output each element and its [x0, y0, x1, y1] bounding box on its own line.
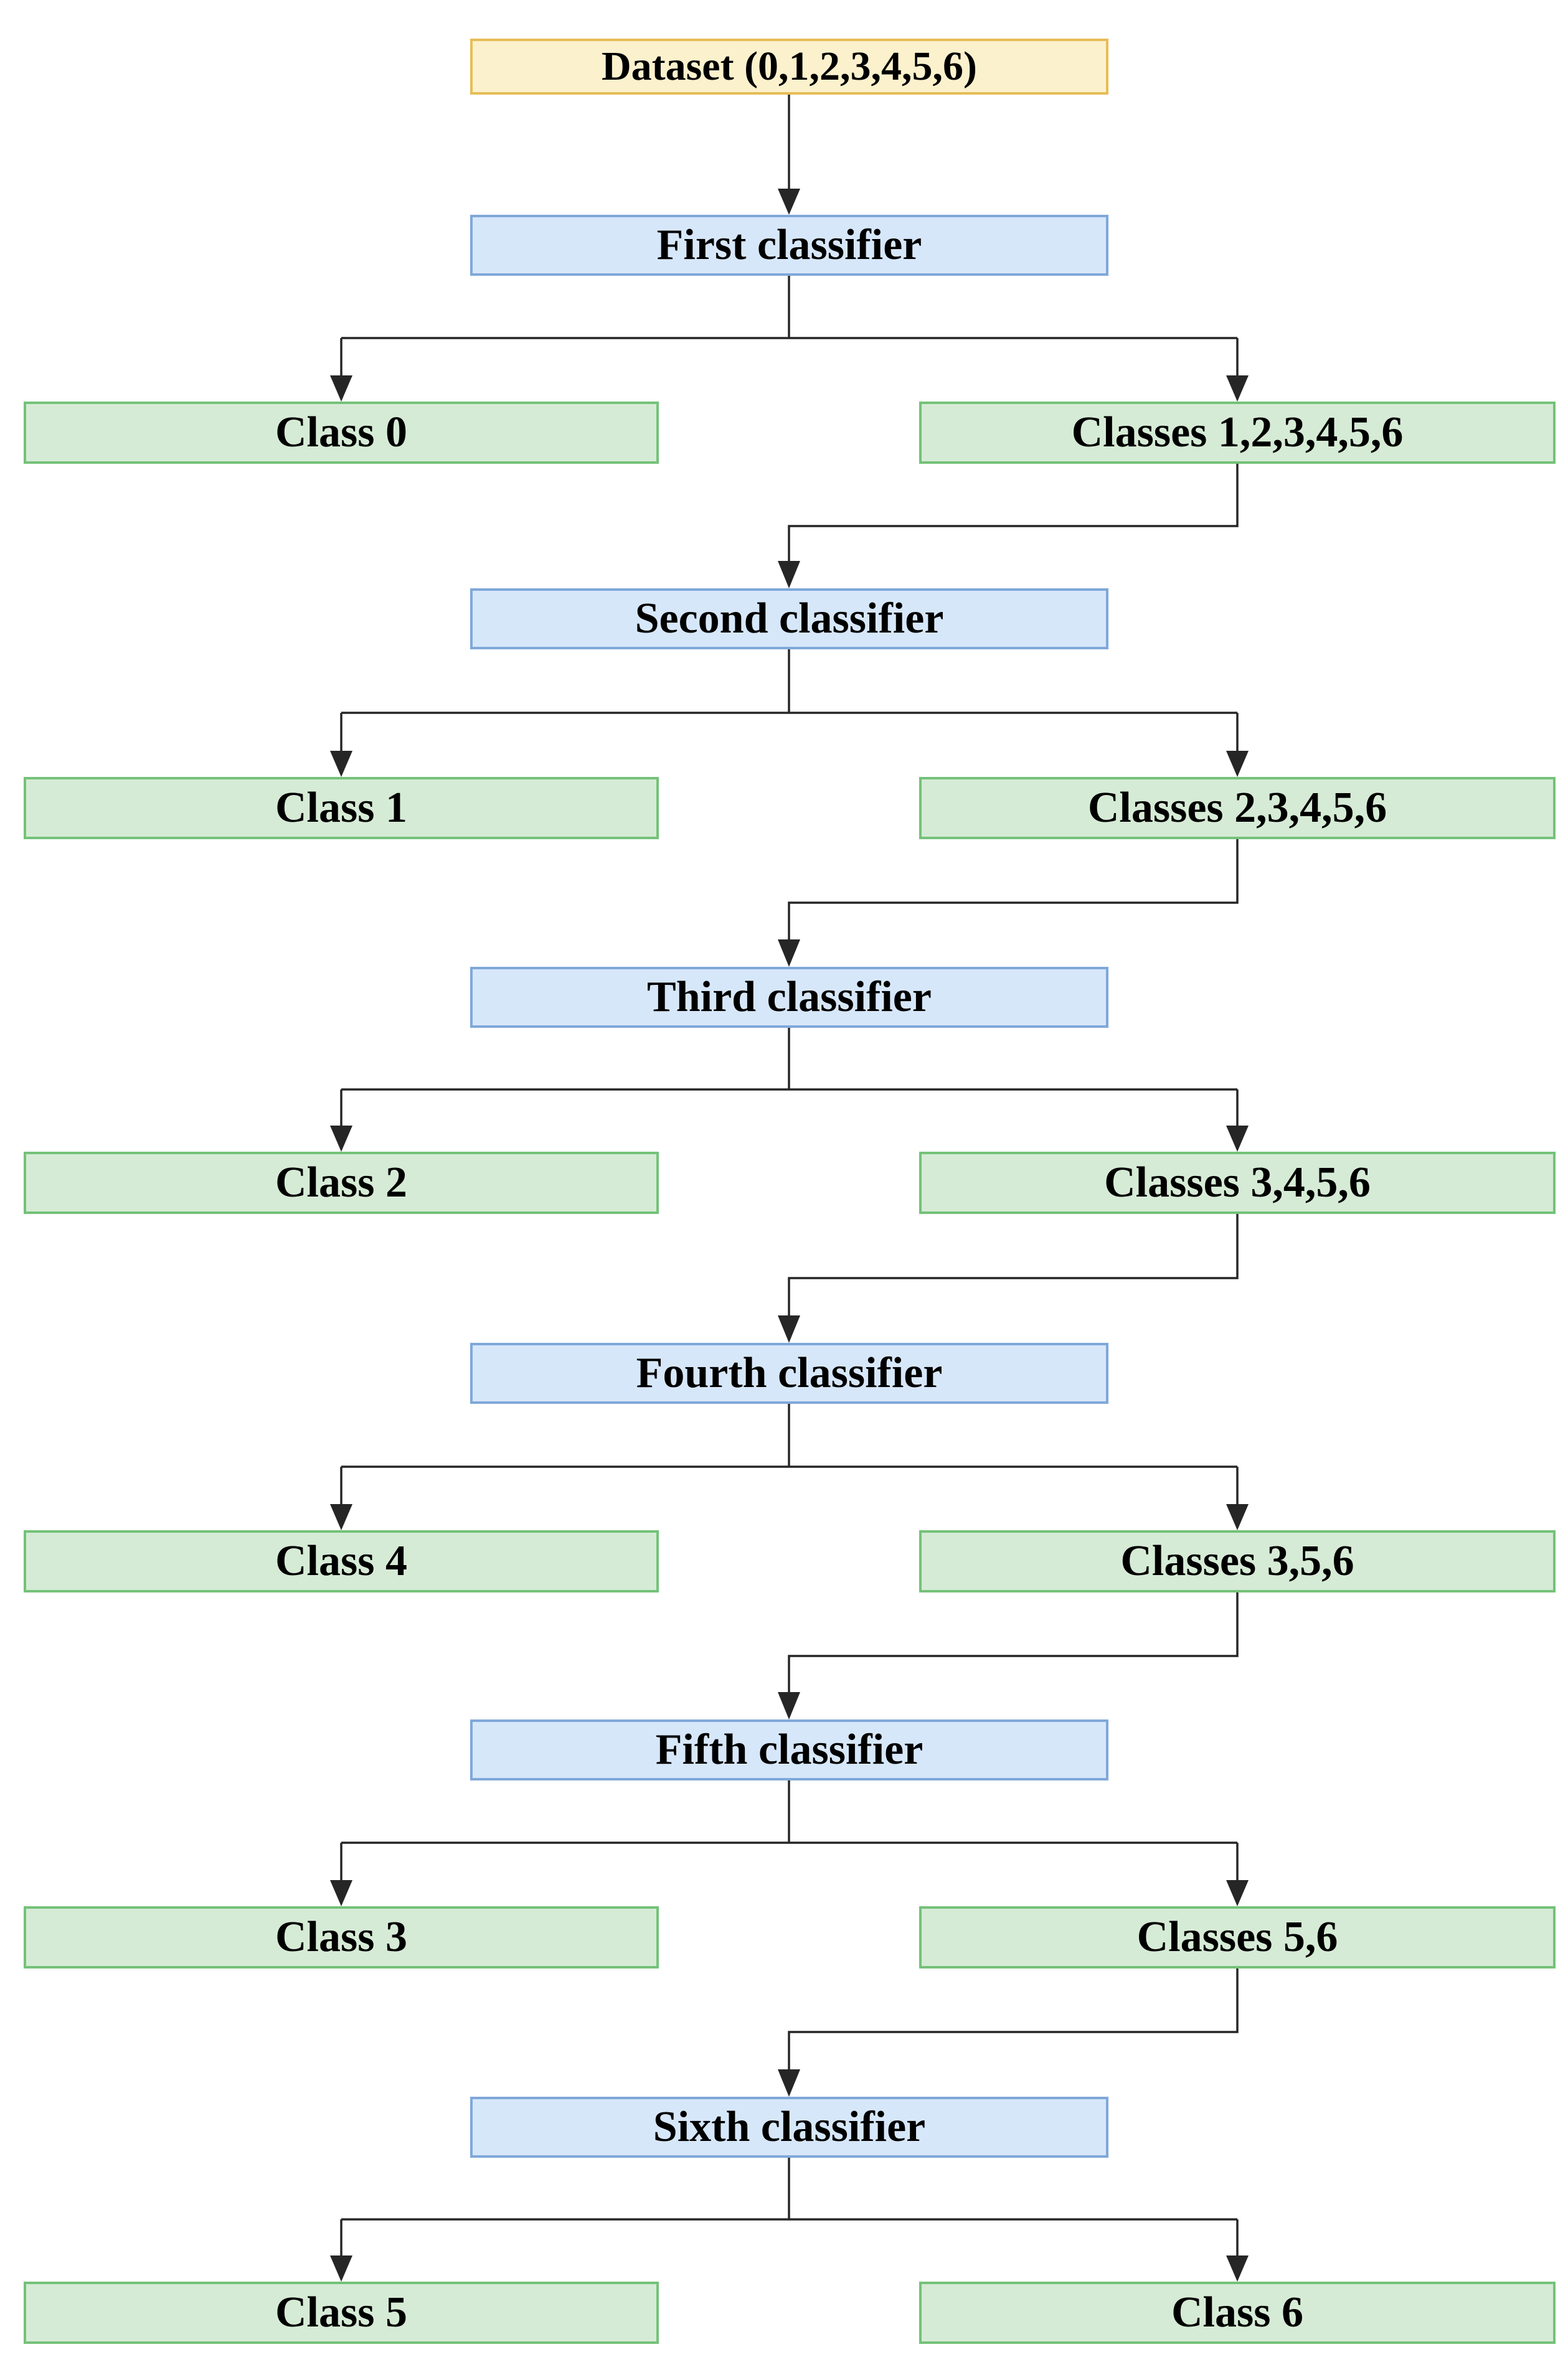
- classes-1-2-3-4-5-6-box: Classes 1,2,3,4,5,6: [919, 402, 1556, 464]
- class-1-box: Class 1: [24, 777, 659, 839]
- class-5-box: Class 5: [24, 2282, 659, 2344]
- third-classifier-box: Third classifier: [470, 967, 1108, 1028]
- class-6-box: Class 6: [919, 2282, 1556, 2344]
- branch-second-classifier: [330, 649, 1249, 777]
- classes-5-6-box: Classes 5,6: [919, 1906, 1556, 1968]
- edge-classes-3456-to-fourth-classifier: [778, 1214, 1239, 1343]
- branch-third-classifier: [330, 1028, 1249, 1152]
- class-3-box: Class 3: [24, 1906, 659, 1968]
- fourth-classifier-box: Fourth classifier: [470, 1343, 1108, 1404]
- fifth-classifier-box: Fifth classifier: [470, 1719, 1108, 1780]
- edge-dataset-to-first-classifier: [778, 95, 800, 215]
- branch-fourth-classifier: [330, 1404, 1249, 1530]
- classes-3-4-5-6-box: Classes 3,4,5,6: [919, 1152, 1556, 1214]
- edge-classes-356-to-fifth-classifier: [778, 1592, 1239, 1719]
- class-2-box: Class 2: [24, 1152, 659, 1214]
- classes-3-5-6-box: Classes 3,5,6: [919, 1530, 1556, 1592]
- edge-classes-23456-to-third-classifier: [778, 839, 1239, 967]
- branch-fifth-classifier: [330, 1779, 1249, 1906]
- sixth-classifier-box: Sixth classifier: [470, 2097, 1108, 2158]
- dataset-box: Dataset (0,1,2,3,4,5,6): [470, 39, 1108, 95]
- branch-first-classifier: [330, 275, 1249, 402]
- first-classifier-box: First classifier: [470, 215, 1108, 276]
- edge-classes-56-to-sixth-classifier: [778, 1967, 1239, 2097]
- class-4-box: Class 4: [24, 1530, 659, 1592]
- class-0-box: Class 0: [24, 402, 659, 464]
- second-classifier-box: Second classifier: [470, 588, 1108, 649]
- edge-classes-123456-to-second-classifier: [778, 463, 1239, 588]
- classes-2-3-4-5-6-box: Classes 2,3,4,5,6: [919, 777, 1556, 839]
- branch-sixth-classifier: [330, 2157, 1249, 2282]
